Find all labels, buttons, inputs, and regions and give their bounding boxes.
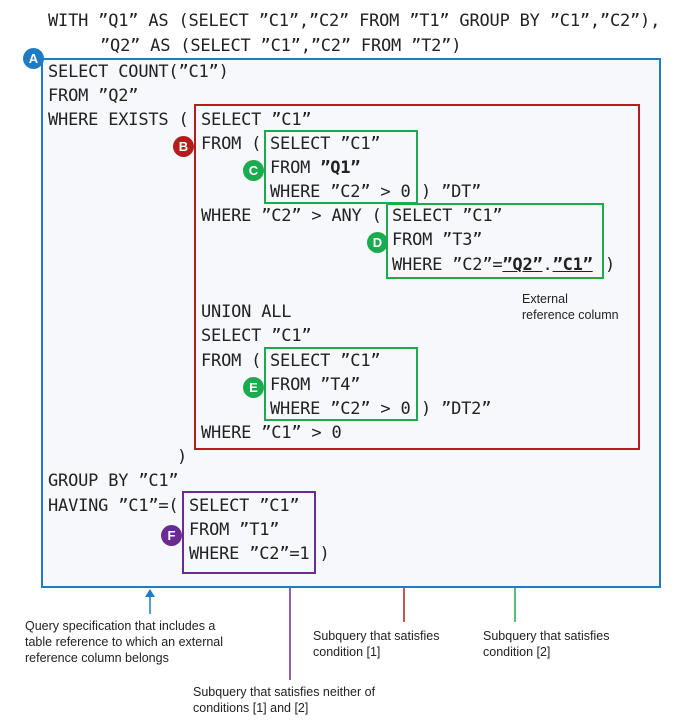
caption-query-spec: Query specification that includes a tabl… xyxy=(25,619,224,665)
b-where-last: WHERE ”C1” > 0 xyxy=(201,423,342,443)
box-a-query-spec xyxy=(41,58,661,588)
d-ref-table: ”Q2” xyxy=(502,255,543,275)
caption-condition2: Subquery that satisfies condition [2] xyxy=(483,629,610,659)
b-select: SELECT ”C1” xyxy=(201,110,312,130)
b-any-close: ) xyxy=(605,255,616,275)
outer-from: FROM ”Q2” xyxy=(48,86,139,106)
c-where: WHERE ”C2” > 0 xyxy=(270,182,411,202)
f-from: FROM ”T1” xyxy=(189,520,280,540)
c-from: FROM ”Q1” xyxy=(270,158,361,178)
badge-a: A xyxy=(23,48,44,69)
outer-group-by: GROUP BY ”C1” xyxy=(48,471,179,491)
c-select: SELECT ”C1” xyxy=(270,134,381,154)
e-select: SELECT ”C1” xyxy=(270,351,381,371)
outer-where-exists: WHERE EXISTS ( xyxy=(48,110,189,130)
b-from-open2: FROM ( xyxy=(201,351,262,371)
badge-d: D xyxy=(367,232,388,253)
outer-close-paren: ) xyxy=(177,447,188,467)
badge-b: B xyxy=(173,136,194,157)
b-from-open: FROM ( xyxy=(201,134,262,154)
d-select: SELECT ”C1” xyxy=(392,206,503,226)
b-dt-close: ) ”DT” xyxy=(421,182,482,202)
caption-external-reference: External reference column xyxy=(522,292,619,322)
b-dt2-close: ) ”DT2” xyxy=(421,399,492,419)
box-b-condition1 xyxy=(194,104,640,450)
box-f-neither xyxy=(182,491,316,574)
b-union-all: UNION ALL xyxy=(201,302,292,322)
b-select2: SELECT ”C1” xyxy=(201,326,312,346)
f-select: SELECT ”C1” xyxy=(189,496,300,516)
d-where-prefix: WHERE ”C2”= xyxy=(392,255,503,275)
badge-f: F xyxy=(161,525,182,546)
d-dot: . xyxy=(542,255,553,275)
box-e-derived-table xyxy=(264,347,418,421)
c-from-table: ”Q1” xyxy=(320,158,361,178)
c-from-prefix: FROM xyxy=(270,158,321,178)
outer-having: HAVING ”C1”=( xyxy=(48,496,179,516)
outer-select: SELECT COUNT(”C1”) xyxy=(48,62,229,82)
caption-neither: Subquery that satisfies neither of condi… xyxy=(193,685,376,715)
e-from: FROM ”T4” xyxy=(270,375,361,395)
e-where: WHERE ”C2” > 0 xyxy=(270,399,411,419)
b-where-any: WHERE ”C2” > ANY ( xyxy=(201,206,382,226)
badge-e: E xyxy=(243,377,264,398)
f-where: WHERE ”C2”=1 ) xyxy=(189,544,330,564)
with-clause-line2: ”Q2” AS (SELECT ”C1”,”C2” FROM ”T2”) xyxy=(100,36,462,56)
d-where: WHERE ”C2”=”Q2”.”C1” xyxy=(392,255,593,275)
caption-condition1: Subquery that satisfies condition [1] xyxy=(313,629,440,659)
badge-c: C xyxy=(243,160,264,181)
d-ref-column: ”C1” xyxy=(552,255,593,275)
with-clause-line1: WITH ”Q1” AS (SELECT ”C1”,”C2” FROM ”T1”… xyxy=(48,11,661,31)
d-from: FROM ”T3” xyxy=(392,230,483,250)
box-c-derived-table xyxy=(264,130,418,204)
